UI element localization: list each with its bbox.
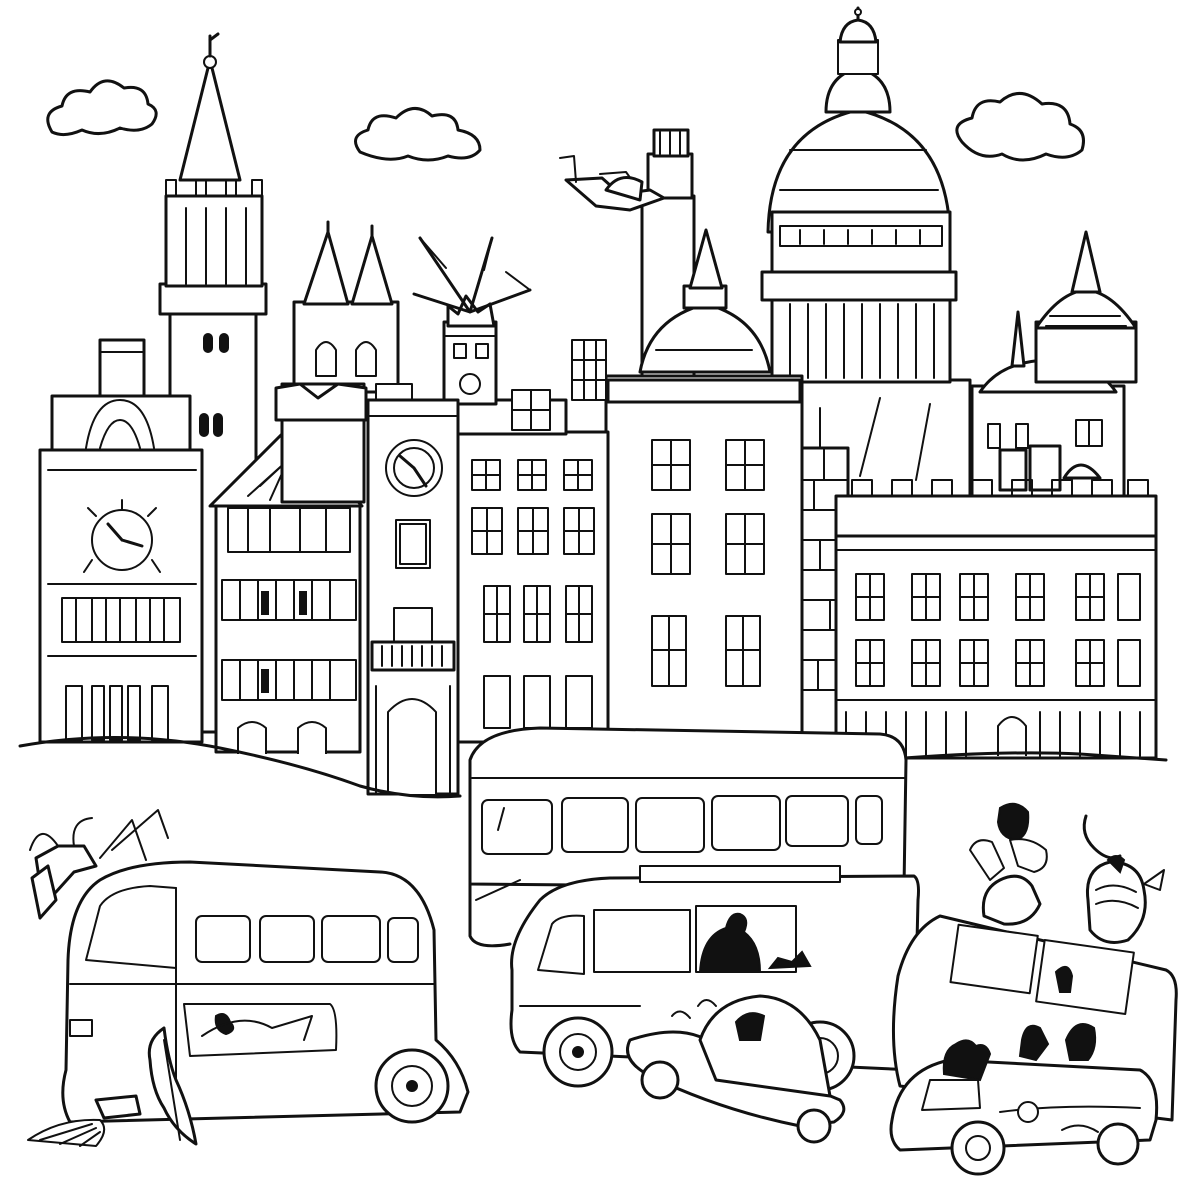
windmill-tower	[412, 236, 532, 406]
cloud-center	[354, 107, 482, 162]
cloud-left	[46, 79, 158, 137]
palace-windows	[855, 573, 1141, 687]
small-car	[889, 1039, 1159, 1176]
clock-tower	[366, 398, 460, 796]
double-decker-bus	[468, 726, 908, 948]
apartment-block	[454, 389, 610, 744]
twin-spire-church	[292, 220, 400, 394]
ground-hill	[18, 735, 1168, 799]
tilted-car	[626, 994, 846, 1144]
small-dome-building	[571, 228, 804, 738]
cloud-right	[955, 92, 1085, 162]
apartment-windows	[471, 459, 595, 729]
timber-house-windows	[221, 507, 357, 754]
clock-tower-building	[38, 338, 204, 744]
timber-frame-house	[208, 382, 413, 754]
right-palace	[834, 230, 1158, 760]
left-bus	[27, 809, 470, 1147]
large-dome-cathedral	[760, 6, 972, 742]
dome-building-windows	[651, 439, 765, 687]
